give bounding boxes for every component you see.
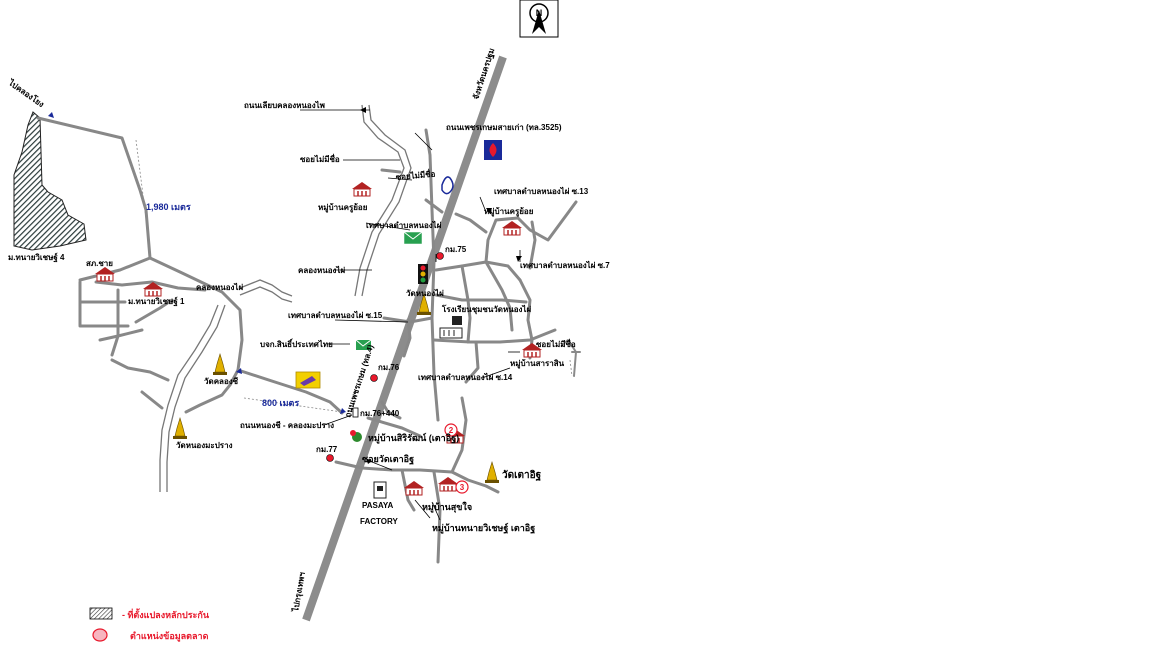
post-office-icon [403, 231, 423, 245]
label-municipal-7: เทศบาลตำบลหนองไผ่ ซ.7 [520, 260, 610, 270]
label-wat-khlong: วัดคลองชี [204, 376, 239, 386]
factory-icon [373, 481, 387, 499]
label-old-phetkasem: ถนนเพชรเกษมสายเก่า (ทล.3525) [446, 123, 562, 132]
label-factory: FACTORY [360, 517, 398, 526]
tree-icon [350, 430, 362, 442]
market-data-marker-3: 3 [455, 480, 469, 494]
label-km76: กม.76 [378, 363, 400, 372]
label-village-kruyoi-1: หมู่บ้านครูย้อย [318, 202, 368, 213]
km-marker-icon [326, 252, 444, 462]
label-wat-tao-it: วัดเตาอิฐ [502, 469, 542, 481]
label-road-liap-khlong: ถนนเลียบคลองหนองไพ [244, 100, 325, 110]
label-siam-cement: บจก.สินธิ์ประเทศไทย [260, 338, 333, 349]
label-municipal-15: เทศบาลตำบลหนองไผ่ ซ.15 [288, 310, 383, 320]
label-police: สภ.ชาย [86, 259, 113, 268]
label-wat-nong-phai: วัดหนองไผ่ [406, 288, 444, 298]
legend-market-circle-icon [92, 628, 108, 642]
label-village-tanai: หมู่บ้านทนายวิเชษฐ์ เตาอิฐ [432, 522, 535, 534]
canal-khlong-nong-phai [159, 104, 412, 492]
bank-logo-icon [441, 176, 454, 195]
phetkasem-highway [302, 55, 507, 622]
label-road-nong-chi: ถนนหนองชี - คลองมะปราง [240, 420, 334, 430]
label-soi-no-name-3: ซอยไม่มีชื่อ [536, 338, 576, 349]
label-village-sukjai: หมู่บ้านสุขใจ [422, 501, 472, 513]
label-municipal-office: เทศบาลตำบลหนองไผ่ [366, 220, 442, 230]
label-moo-ban-4: ม.ทนายวิเชษฐ์ 4 [8, 252, 65, 263]
ptt-gas-station-icon [484, 140, 502, 160]
label-school: โรงเรียนชุมชนวัดหนองไผ่ [441, 304, 531, 315]
legend-collateral-label: - ที่ตั้งแปลงหลักประกัน [122, 608, 210, 620]
label-khlong-nong-phai-2: คลองหนองไผ่ [196, 282, 243, 292]
svg-text:2: 2 [449, 426, 454, 435]
cement-company-logo-icon [295, 371, 321, 389]
label-distance-1980: 1,980 เมตร [146, 202, 191, 212]
label-km75: กม.75 [445, 245, 467, 254]
label-distance-800: 800 เมตร [262, 398, 299, 408]
label-municipal-13: เทศบาลตำบลหนองไผ่ ซ.13 [494, 186, 589, 196]
label-soi-no-name-2: ซอยไม่มีชื่อ [395, 168, 436, 182]
temple-icons [172, 293, 500, 484]
label-km76-440: กม.76+440 [360, 409, 400, 418]
label-wat-phrae: วัดหนองมะปราง [176, 441, 233, 450]
info-marker-icon [352, 407, 359, 418]
direction-arrows [48, 107, 522, 464]
label-phetkasem-road: ถนนเพชรเกษม (ทล.4) [343, 343, 375, 418]
legend: - ที่ตั้งแปลงหลักประกัน ตำแหน่งข้อมูลตลา… [89, 607, 210, 642]
market-data-marker-2: 2 [444, 423, 458, 437]
label-municipal-14: เทศบาลตำบลหนองไผ่ ซ.14 [418, 372, 513, 382]
label-village-sarasin: หมู่บ้านสาราสิน [510, 358, 565, 369]
collateral-parcel [13, 111, 87, 251]
compass-north-icon: N [519, 0, 559, 38]
label-km77: กม.77 [316, 445, 338, 454]
label-village-siri: หมู่บ้านสิริรัฒน์ (เตาอิฐ) [368, 432, 459, 444]
legend-hatch-swatch [89, 607, 113, 620]
label-to-bangkok: ไปกรุงเทพฯ [290, 571, 308, 614]
compass-letter: N [536, 8, 543, 18]
label-pasaya: PASAYA [362, 501, 394, 510]
traffic-light-icon [418, 264, 428, 284]
label-soi-no-name-1: ซอยไม่มีชื่อ [300, 153, 340, 164]
label-village-kruyoi-2: หมู่บ้านครูย้อย [484, 206, 534, 217]
svg-text:3: 3 [460, 483, 465, 492]
label-to-khlong-yong: ไปคลองโยง [6, 77, 46, 109]
road-network [36, 116, 578, 564]
label-khlong-nong-phai: คลองหนองไผ่ [298, 265, 345, 275]
label-moo-ban-1: ม.ทนายวิเชษฐ์ 1 [128, 296, 185, 307]
post-envelope-icon [355, 339, 372, 350]
school-icon [439, 316, 463, 339]
legend-market-label: ตำแหน่งข้อมูลตลาด [130, 631, 209, 642]
side-sois [561, 339, 581, 377]
label-soi-wat-tao-it: ซอยวัดเตาอิฐ [362, 454, 414, 465]
leader-lines [135, 109, 573, 521]
